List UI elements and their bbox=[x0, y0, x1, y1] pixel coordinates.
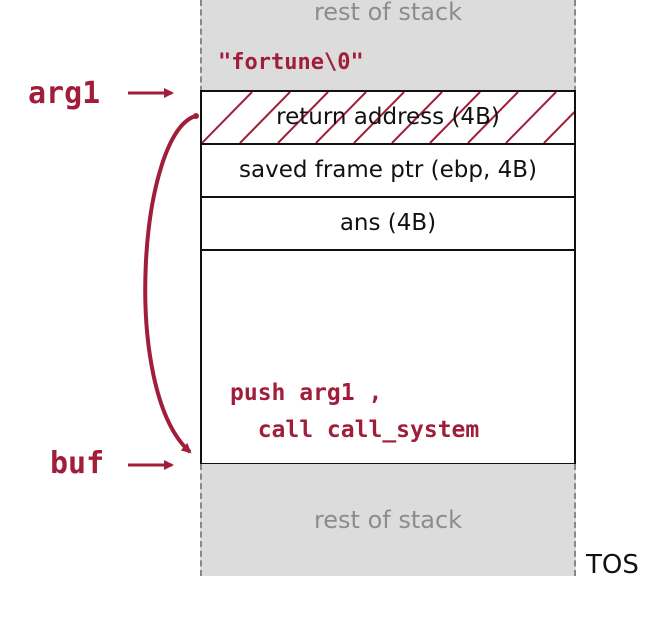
stack-region-above: rest of stack "fortune\0" bbox=[200, 0, 576, 92]
hatch-pattern bbox=[202, 92, 574, 143]
tos-label: TOS bbox=[586, 550, 639, 580]
buf-cell: push arg1 , call call_system bbox=[200, 249, 576, 465]
stack-region-below: rest of stack bbox=[200, 464, 576, 576]
return-address-label: return address (4B) bbox=[276, 104, 500, 130]
code-line-2: call call_system bbox=[230, 417, 480, 443]
arg1-label: arg1 bbox=[28, 76, 101, 111]
saved-frame-ptr-label: saved frame ptr (ebp, 4B) bbox=[239, 157, 537, 183]
buf-label: buf bbox=[50, 446, 105, 481]
curved-arrow-icon bbox=[143, 113, 199, 454]
ans-label: ans (4B) bbox=[339, 210, 437, 236]
fortune-string-literal: "fortune\0" bbox=[218, 50, 364, 75]
rest-of-stack-top-label: rest of stack bbox=[313, 0, 463, 26]
code-line-1: push arg1 , bbox=[230, 380, 383, 406]
injected-code: push arg1 , call call_system bbox=[230, 375, 479, 449]
rest-of-stack-bottom-label: rest of stack bbox=[313, 506, 463, 534]
